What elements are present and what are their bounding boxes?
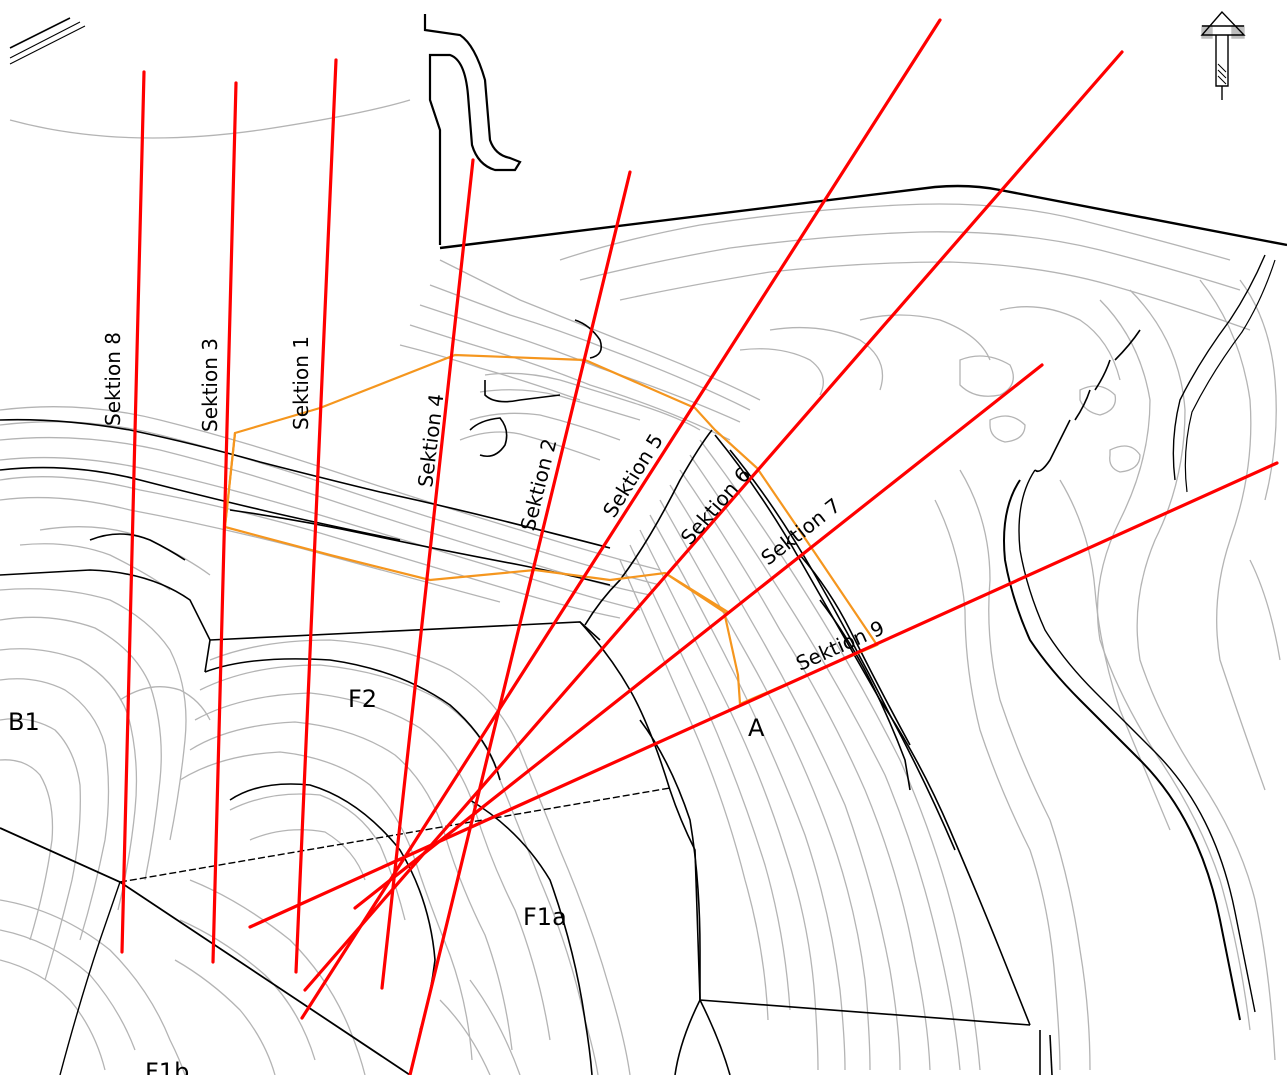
north-arrow-icon xyxy=(1200,10,1246,100)
section-line-7 xyxy=(353,363,1044,910)
section-label-1: Sektion 1 xyxy=(289,336,313,430)
contour-lines xyxy=(0,99,1281,1075)
area-label-f1b: F1b xyxy=(145,1058,189,1075)
section-label-8: Sektion 8 xyxy=(101,332,125,426)
section-line-2 xyxy=(408,170,632,1075)
building-outline xyxy=(423,14,522,245)
section-line-6 xyxy=(303,50,1124,992)
road-edge xyxy=(9,21,81,59)
section-line-4 xyxy=(380,158,475,990)
section-lines xyxy=(120,18,1279,1075)
study-area-outline xyxy=(223,353,879,706)
section-label-5: Sektion 5 xyxy=(598,429,668,521)
area-label-b1: B1 xyxy=(8,708,40,736)
site-boundary-north xyxy=(439,184,1287,250)
area-label-a: A xyxy=(748,714,765,742)
section-line-5 xyxy=(300,18,942,1020)
road-edge xyxy=(9,17,71,49)
area-label-f1a: F1a xyxy=(523,903,567,931)
section-line-1 xyxy=(294,58,338,974)
road-edge xyxy=(9,25,86,65)
area-labels: B1 F2 F1a F1b A xyxy=(8,685,765,1075)
parcel-boundary xyxy=(0,827,411,1075)
section-line-8 xyxy=(120,70,146,954)
section-label-3: Sektion 3 xyxy=(198,338,222,432)
section-label-6: Sektion 6 xyxy=(676,463,756,550)
area-label-f2: F2 xyxy=(348,685,377,713)
section-line-9 xyxy=(248,461,1279,929)
section-line-3 xyxy=(211,81,238,964)
